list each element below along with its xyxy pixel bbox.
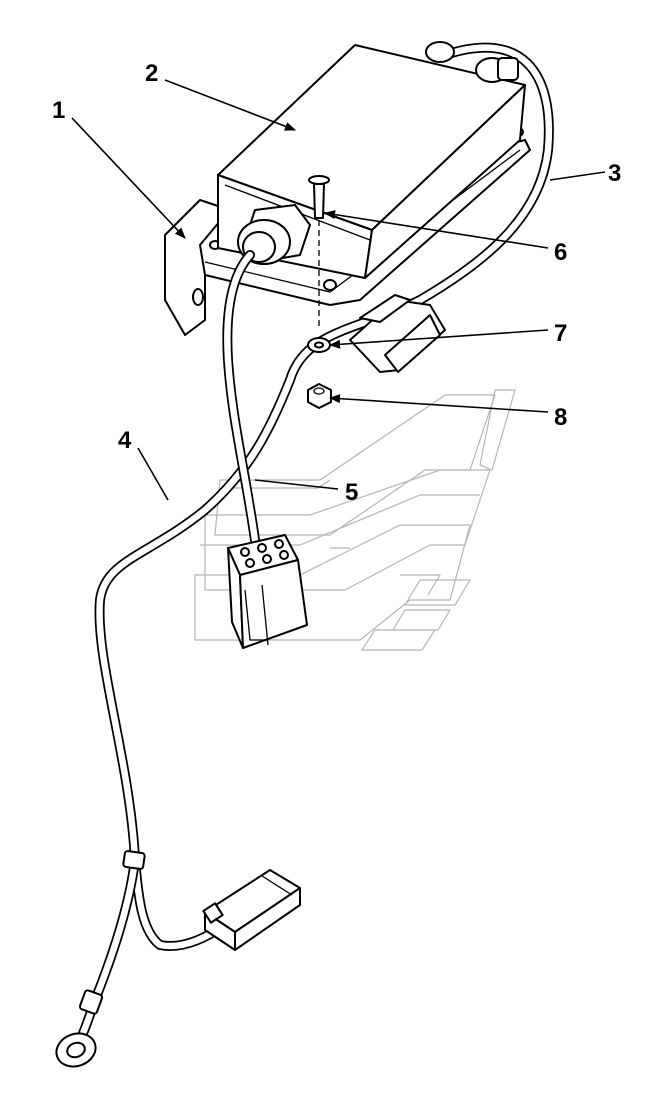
cable-gland (237, 204, 311, 265)
callout-5: 5 (345, 479, 358, 506)
cable-3-connector (349, 294, 446, 373)
callout-6: 6 (554, 239, 567, 266)
washer (307, 337, 331, 353)
callout-7: 7 (554, 320, 567, 347)
leader-lines (71, 79, 606, 501)
cable-5 (222, 250, 260, 545)
callout-4: 4 (118, 427, 132, 454)
ring-terminal-wire (55, 850, 146, 1068)
multi-pin-connector (227, 534, 308, 649)
callout-3: 3 (608, 160, 621, 187)
screw (308, 175, 330, 330)
callout-2: 2 (145, 60, 158, 87)
inline-connector (202, 869, 301, 951)
callout-8: 8 (554, 404, 567, 431)
nut (307, 383, 332, 409)
callout-1: 1 (52, 97, 65, 124)
